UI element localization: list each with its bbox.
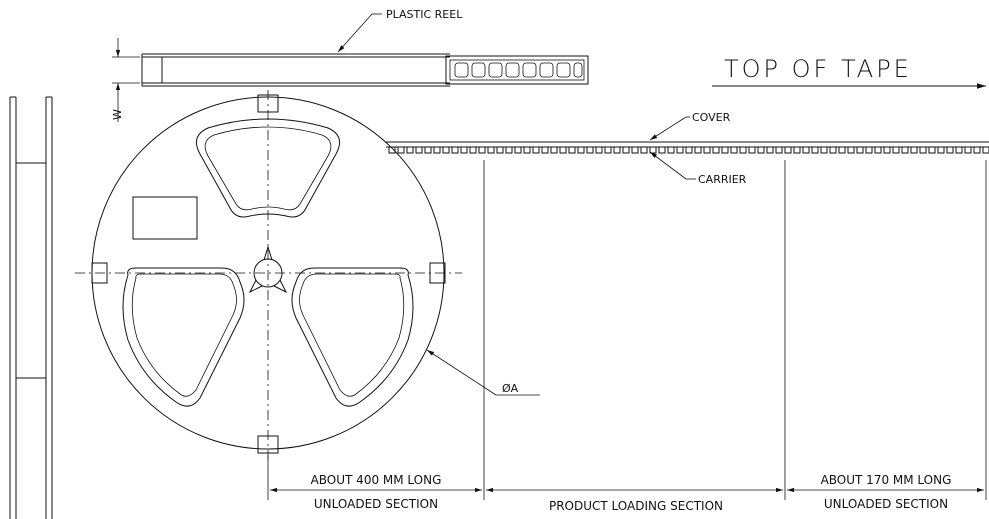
trail-section-label: UNLOADED SECTION <box>824 497 948 511</box>
tape-strip: COVER CARRIER <box>386 111 989 186</box>
section-dimensions: ABOUT 400 MM LONG UNLOADED SECTION PRODU… <box>267 160 987 513</box>
top-of-tape-label: TOP OF TAPE <box>724 55 912 83</box>
plastic-reel-label: PLASTIC REEL <box>386 8 463 21</box>
reel-window-right <box>291 267 414 407</box>
tape-pockets-top <box>454 62 583 78</box>
product-section-label: PRODUCT LOADING SECTION <box>549 499 723 513</box>
carrier-label: CARRIER <box>698 173 747 186</box>
width-dimension-label: W <box>111 109 124 120</box>
reel-front-view: ØA <box>75 90 540 460</box>
diameter-label: ØA <box>502 382 519 395</box>
lead-length-label: ABOUT 400 MM LONG <box>311 473 442 487</box>
cover-label: COVER <box>692 111 731 124</box>
reel-top-view: W PLASTIC REEL <box>111 8 589 122</box>
reel-window-top <box>195 118 341 218</box>
trail-length-label: ABOUT 170 MM LONG <box>821 473 952 487</box>
reel-side-view <box>9 96 53 519</box>
reel-window-left <box>122 267 245 407</box>
lead-section-label: UNLOADED SECTION <box>314 497 438 511</box>
